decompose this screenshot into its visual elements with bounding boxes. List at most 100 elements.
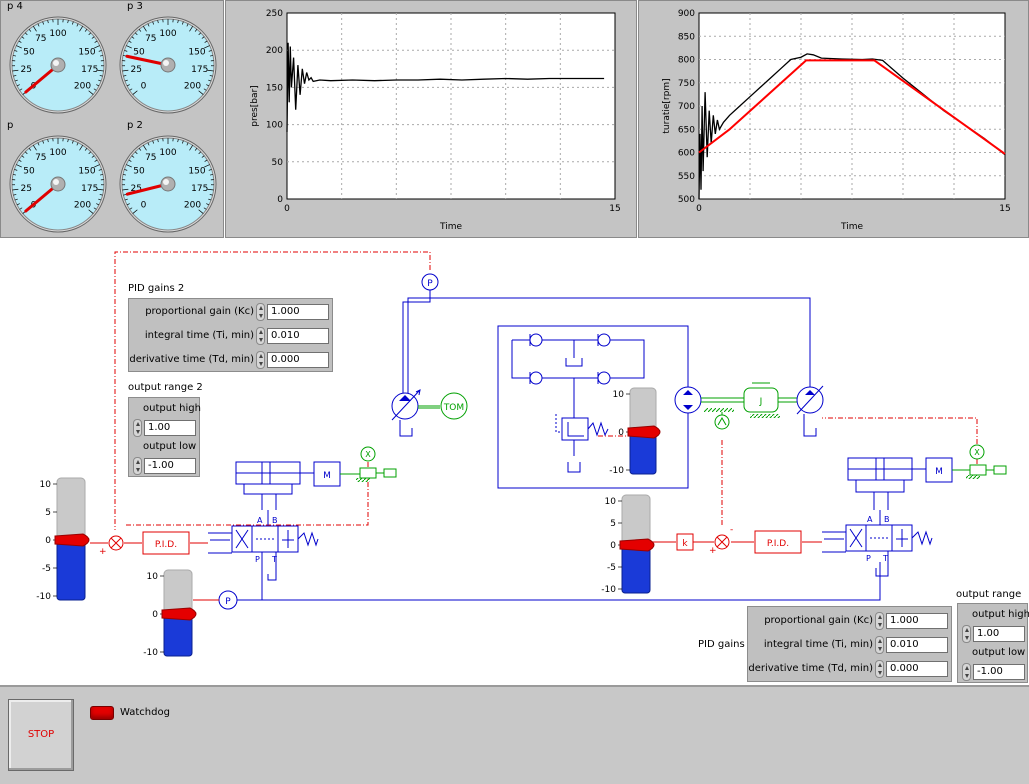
valve-left: A B P T	[208, 516, 319, 581]
slider-tick-label: -5	[607, 563, 616, 573]
pid-ti-stepper[interactable]	[875, 636, 884, 654]
y-tick-label: 50	[272, 158, 284, 168]
slider-tick-label: 10	[605, 497, 617, 507]
svg-text:M: M	[935, 467, 943, 477]
range-low-label: output low	[972, 647, 1026, 658]
pid2-ti-input[interactable]: 0.010	[267, 328, 329, 344]
pid2-td-input[interactable]: 0.000	[267, 352, 329, 368]
motor-right: M	[925, 457, 970, 483]
gauge-tick-label: 0	[141, 201, 147, 211]
pid-ti-row: integral time (Ti, min) 0.010	[748, 635, 951, 655]
range-high-stepper[interactable]	[962, 625, 971, 643]
pid-ti-label: integral time (Ti, min)	[763, 639, 873, 650]
gauge-tick-label: 25	[131, 65, 142, 75]
y-tick-label: 600	[678, 149, 695, 159]
range2-high-stepper[interactable]	[133, 419, 142, 437]
gauge-tick-label: 75	[145, 153, 156, 163]
output-range-2-cluster: output high 1.00 output low -1.00	[128, 397, 201, 477]
gauge-tick-label: 200	[184, 201, 201, 211]
range2-low-label: output low	[143, 441, 197, 452]
pid2-kc-stepper[interactable]	[256, 303, 265, 321]
gauge-tick-label: 150	[188, 166, 205, 176]
slider-pump[interactable]: 100-10	[143, 569, 197, 658]
pid-gains-cluster: proportional gain (Kc) 1.000 integral ti…	[747, 606, 952, 682]
gauge-tick-label: 200	[74, 201, 91, 211]
gauge-tick-label: 175	[81, 65, 98, 75]
range2-low-stepper[interactable]	[133, 457, 142, 475]
pid-td-stepper[interactable]	[875, 660, 884, 678]
gauge-tick-label: 175	[81, 184, 98, 194]
pid-gains-2-title: PID gains 2	[128, 283, 185, 294]
gauge-tick-label: 50	[23, 47, 35, 57]
pid2-ti-stepper[interactable]	[256, 327, 265, 345]
hydraulic-schematic: + + - P.I.D. P.I.D. k P P TOM	[36, 251, 1007, 658]
slider-thumb[interactable]	[627, 425, 661, 439]
cylinder-right	[847, 457, 926, 510]
check-valves	[529, 333, 611, 385]
position-sensor-right: X	[966, 444, 1007, 479]
svg-text:J: J	[759, 397, 763, 407]
series-line-0	[698, 53, 1006, 200]
gauge-tick-label: 150	[188, 47, 205, 57]
range2-high-input[interactable]: 1.00	[144, 420, 196, 436]
x-tick-label: 15	[609, 204, 620, 214]
slider-thumb[interactable]	[619, 538, 655, 552]
x-tick-label: 0	[284, 204, 290, 214]
svg-text:P: P	[255, 555, 260, 564]
slider-relief[interactable]: 100-10	[609, 387, 661, 476]
slider-tick-label: 0	[152, 610, 158, 620]
y-tick-label: 900	[678, 9, 695, 19]
pid-kc-stepper[interactable]	[875, 612, 884, 630]
slider-tick-label: 5	[610, 519, 616, 529]
bottom-panel: STOP Watchdog	[0, 685, 1029, 784]
gauge-tick-label: 150	[78, 166, 95, 176]
y-tick-label: 700	[678, 102, 695, 112]
pid-td-input[interactable]: 0.000	[886, 661, 948, 677]
svg-text:P: P	[225, 597, 231, 607]
cylinder-left	[235, 461, 314, 510]
slider-thumb[interactable]	[161, 607, 197, 621]
range-low-stepper[interactable]	[962, 663, 971, 681]
y-tick-label: 800	[678, 56, 695, 66]
slider-thumb[interactable]	[54, 533, 90, 547]
pid2-kc-row: proportional gain (Kc) 1.000	[129, 302, 332, 322]
slider-tick-label: 10	[613, 390, 625, 400]
range-low-input[interactable]: -1.00	[973, 664, 1025, 680]
pid2-ti-label: integral time (Ti, min)	[144, 330, 254, 341]
range-high-input[interactable]: 1.00	[973, 626, 1025, 642]
pid2-td-stepper[interactable]	[256, 351, 265, 369]
svg-text:A: A	[867, 515, 873, 524]
svg-text:X: X	[974, 448, 980, 457]
svg-text:-: -	[730, 525, 733, 535]
pid2-td-label: derivative time (Td, min)	[129, 354, 254, 365]
slider-tick-label: -10	[601, 585, 616, 595]
pid-kc-input[interactable]: 1.000	[886, 613, 948, 629]
x-axis-label: Time	[439, 222, 462, 232]
range2-low-input[interactable]: -1.00	[144, 458, 196, 474]
x-tick-label: 0	[696, 204, 702, 214]
gauge-tick-label: 50	[23, 166, 35, 176]
gauge-tick-label: 100	[49, 148, 66, 158]
watchdog-label: Watchdog	[120, 707, 170, 718]
stop-button[interactable]: STOP	[8, 699, 74, 771]
series-line-1	[698, 59, 1006, 155]
y-tick-label: 0	[277, 195, 283, 205]
pid2-ti-row: integral time (Ti, min) 0.010	[129, 326, 332, 346]
svg-text:A: A	[257, 516, 263, 525]
pid2-kc-input[interactable]: 1.000	[267, 304, 329, 320]
slider-tick-label: 10	[40, 480, 52, 490]
svg-text:T: T	[271, 555, 277, 564]
pid-td-row: derivative time (Td, min) 0.000	[748, 659, 951, 679]
output-range-title: output range	[956, 589, 1022, 600]
pid-ti-input[interactable]: 0.010	[886, 637, 948, 653]
y-tick-label: 750	[678, 79, 695, 89]
pressure-gauges: 0255075100150175200025507510015017520002…	[9, 16, 217, 233]
slider-tick-label: 10	[147, 572, 159, 582]
y-tick-label: 550	[678, 172, 695, 182]
